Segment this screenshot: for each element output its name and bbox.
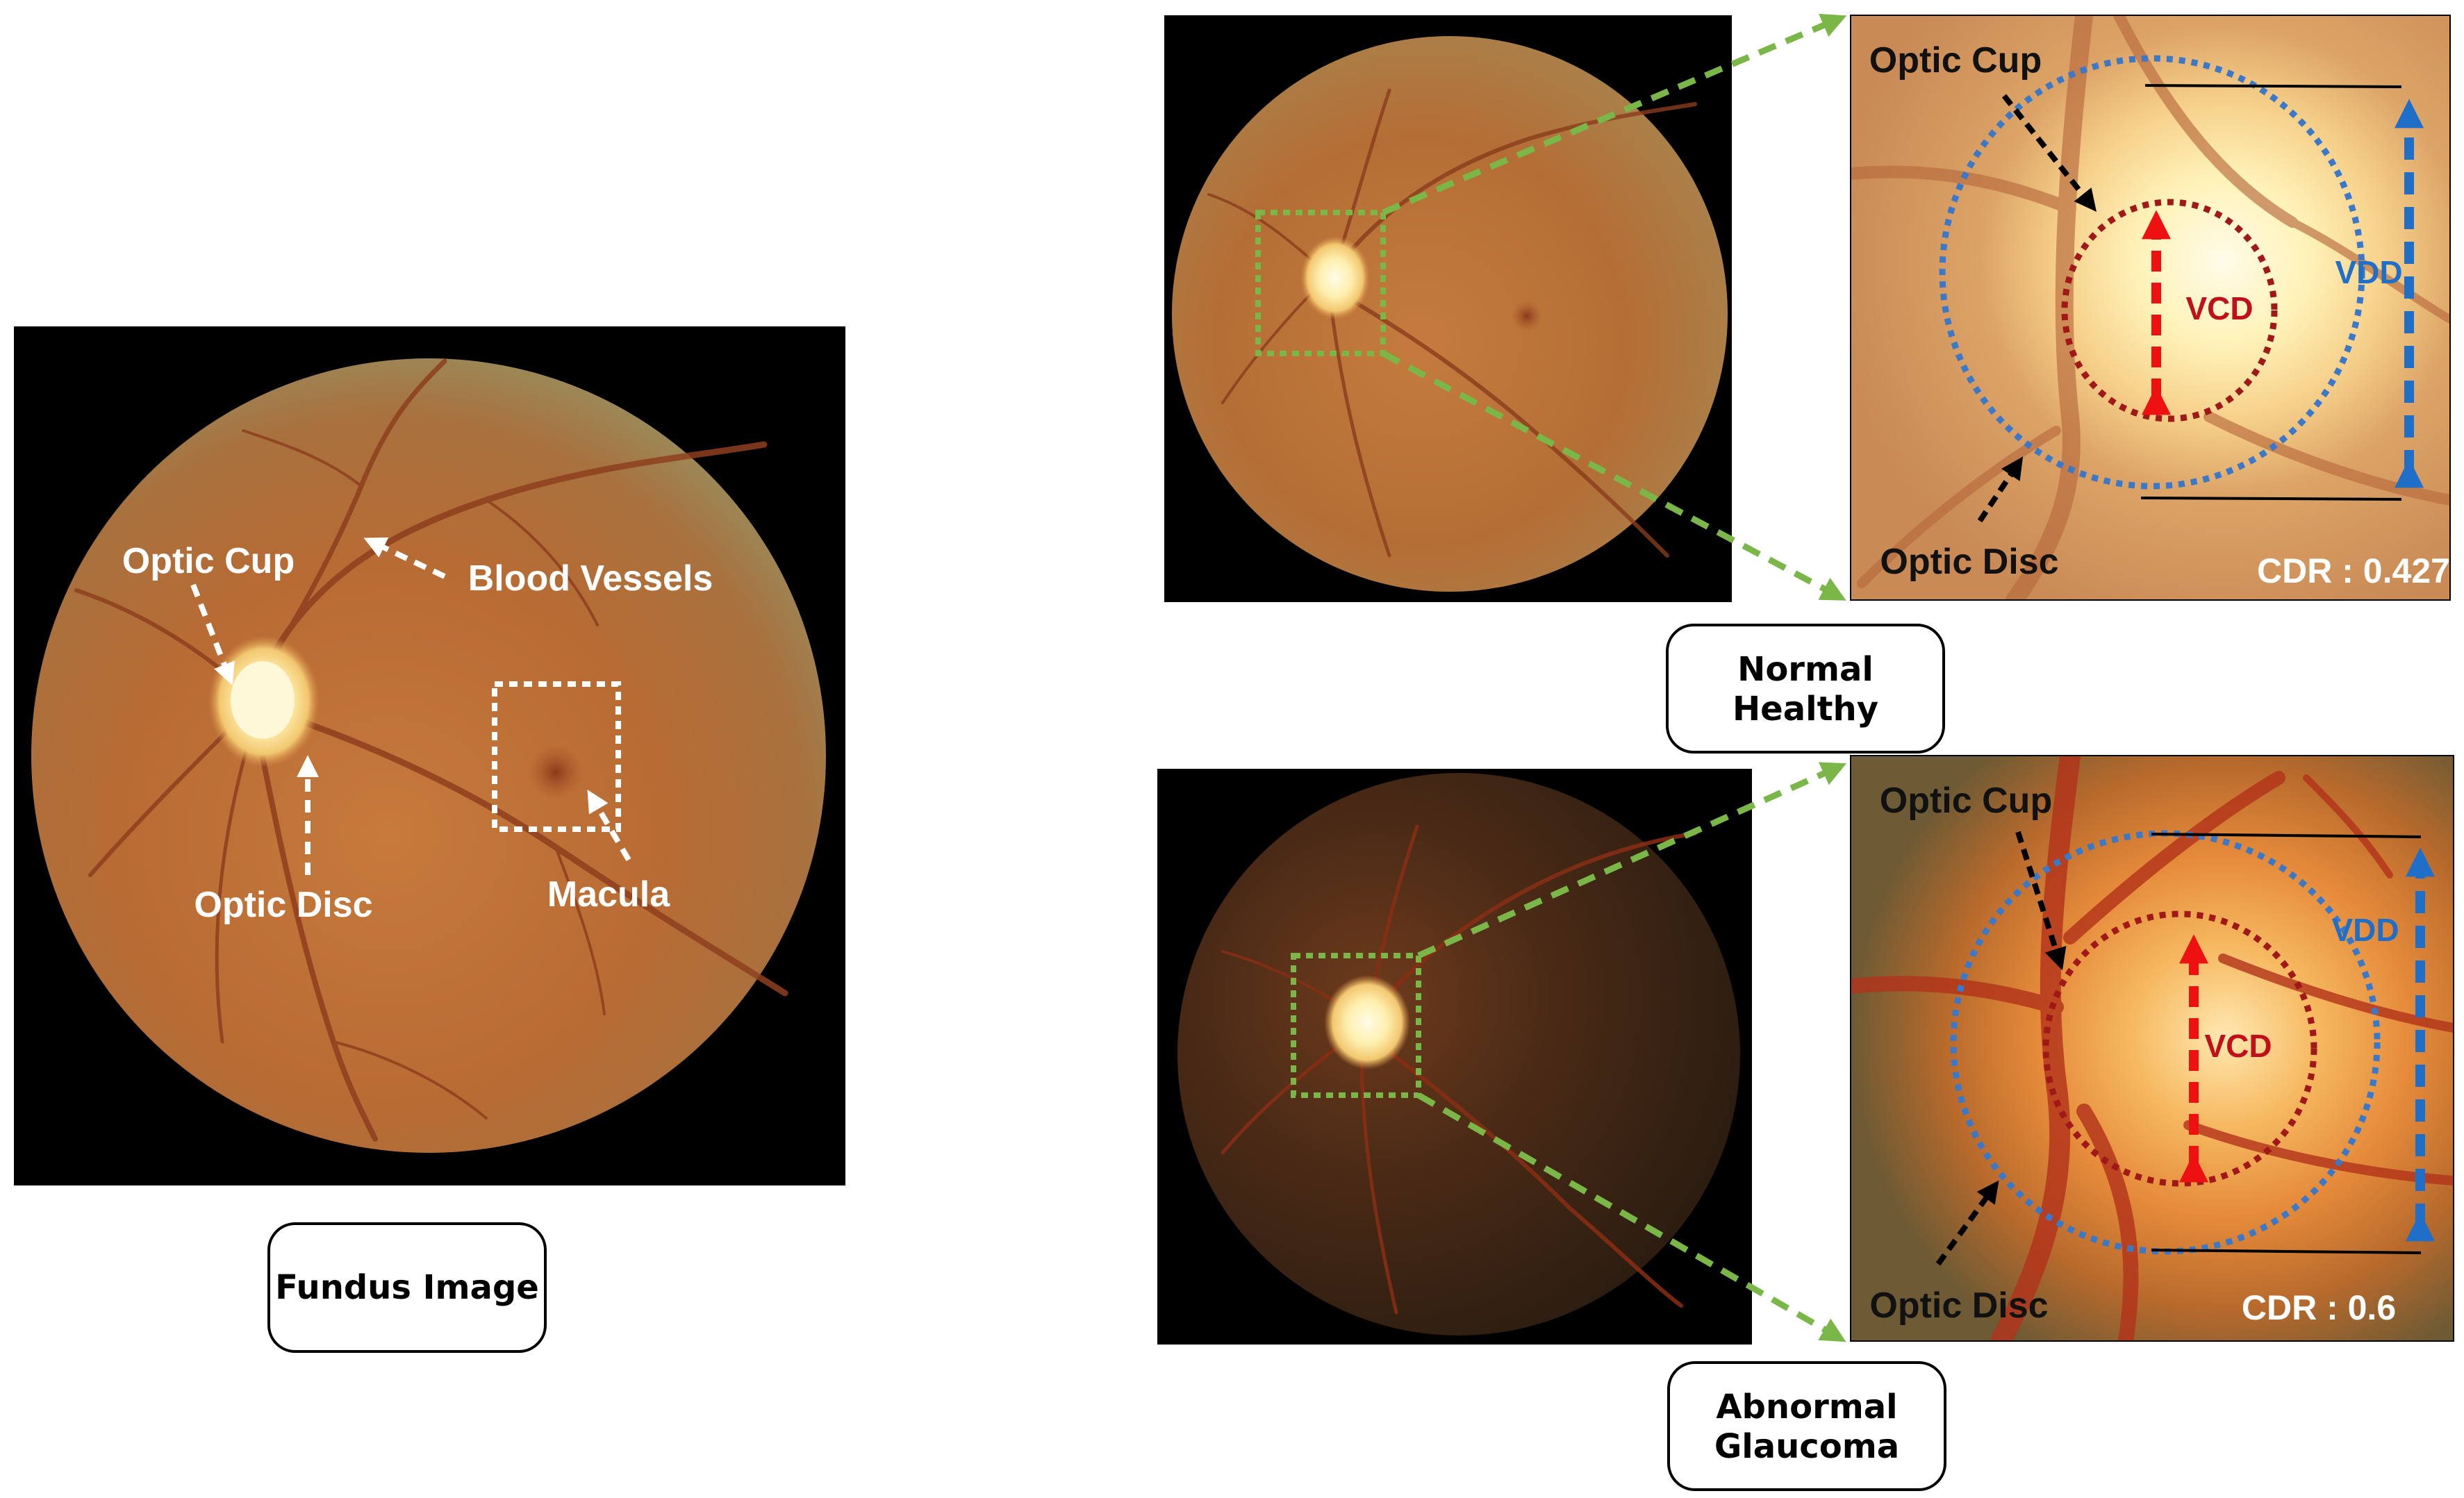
normal-disc-outline xyxy=(1939,55,2365,490)
macula-box xyxy=(492,681,621,832)
normal-panel: Optic Cup Optic Disc VCD VDD CDR : 0.427… xyxy=(1164,13,2451,754)
macula-spot xyxy=(528,744,584,800)
glaucoma-zoom-box xyxy=(1291,953,1421,1098)
normal-macula xyxy=(1512,301,1542,331)
optic-cup-region xyxy=(231,661,295,739)
normal-cup-outline xyxy=(2061,199,2278,422)
normal-label-cdr: CDR : 0.427 xyxy=(2257,551,2450,590)
label-macula: Macula xyxy=(547,874,670,915)
normal-optic-cup-arrow xyxy=(2001,94,2097,213)
normal-label-optic-cup: Optic Cup xyxy=(1869,40,2042,81)
label-optic-disc: Optic Disc xyxy=(194,885,372,925)
normal-zoom-guide-top xyxy=(1382,13,1847,216)
normal-vdd-bottom-line xyxy=(2140,497,2402,501)
caption-glaucoma: Glaucoma xyxy=(1714,1427,1899,1466)
normal-zoom-box xyxy=(1255,210,1386,356)
blood-vessel-network xyxy=(74,358,788,1142)
glaucoma-retina xyxy=(1177,773,1740,1335)
blood-vessels-arrow xyxy=(363,537,446,579)
normal-optic-disc xyxy=(1300,236,1370,319)
macula-arrow xyxy=(587,789,631,862)
retina xyxy=(31,358,826,1153)
normal-optic-disc-arrow xyxy=(1977,456,2024,523)
caption-box-normal xyxy=(1666,624,1945,754)
glaucoma-label-optic-disc: Optic Disc xyxy=(1869,1285,2048,1326)
glaucoma-label-optic-cup: Optic Cup xyxy=(1880,781,2052,821)
glaucoma-label-vcd: VCD xyxy=(2204,1028,2272,1064)
caption-healthy: Healthy xyxy=(1733,690,1878,729)
caption-fundus-image: Fundus Image xyxy=(275,1268,539,1307)
glaucoma-cup-outline xyxy=(2042,910,2317,1187)
normal-label-vcd: VCD xyxy=(2185,290,2253,326)
normal-zoom-frame xyxy=(1850,15,2451,601)
glaucoma-optic-cup-arrow xyxy=(2015,831,2067,971)
fundus-image-panel: Optic Cup Blood Vessels Optic Disc Macul… xyxy=(14,326,845,1353)
caption-box-fundus xyxy=(267,1222,547,1353)
normal-label-vdd: VDD xyxy=(2335,254,2402,290)
glaucoma-optic-disc-arrow xyxy=(1935,1180,1999,1266)
label-blood-vessels: Blood Vessels xyxy=(468,558,713,599)
glaucoma-zoom-frame xyxy=(1850,755,2454,1342)
caption-normal: Normal xyxy=(1737,650,1874,689)
glaucoma-vdd-bottom-line xyxy=(2151,1249,2422,1254)
glaucoma-panel: Optic Cup Optic Disc VCD VDD CDR : 0.6 A… xyxy=(1157,755,2454,1491)
caption-abnormal: Abnormal xyxy=(1716,1388,1897,1426)
normal-vdd-top-line xyxy=(2144,84,2402,88)
glaucoma-optic-disc xyxy=(1324,975,1410,1070)
glaucoma-zoom-guide-bottom xyxy=(1416,1092,1846,1342)
optic-cup-arrow xyxy=(190,583,235,685)
caption-box-glaucoma xyxy=(1667,1361,1946,1491)
label-optic-cup: Optic Cup xyxy=(122,541,295,581)
normal-label-optic-disc: Optic Disc xyxy=(1880,542,2058,582)
normal-zoom-view xyxy=(1851,15,2450,600)
glaucoma-label-cdr: CDR : 0.6 xyxy=(2242,1288,2396,1327)
glaucoma-vdd-top-line xyxy=(2151,833,2422,838)
normal-retina xyxy=(1172,36,1728,592)
glaucoma-label-vdd: VDD xyxy=(2331,912,2399,948)
glaucoma-zoom-guide-top xyxy=(1417,762,1847,959)
